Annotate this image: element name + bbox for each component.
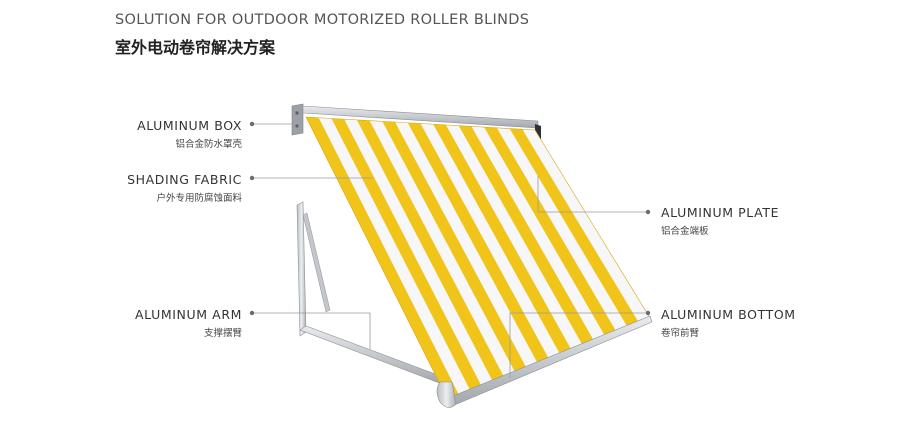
fabric-stripe — [382, 121, 527, 373]
fabric-stripe — [306, 117, 460, 400]
aluminum-bottom-shape — [436, 315, 653, 408]
shading-fabric-shape — [306, 117, 650, 400]
fabric-stripe — [458, 125, 594, 346]
callout-aluminum-box: ALUMINUM BOX 铝合金防水罩壳 — [137, 118, 242, 150]
title-english: SOLUTION FOR OUTDOOR MOTORIZED ROLLER BL… — [115, 12, 530, 28]
title-chinese: 室外电动卷帘解决方案 — [115, 38, 276, 57]
fabric-stripe — [356, 119, 505, 382]
callout-aluminum-bottom: ALUMINUM BOTTOM 卷帘前臂 — [661, 307, 796, 339]
header: SOLUTION FOR OUTDOOR MOTORIZED ROLLER BL… — [115, 12, 529, 58]
fabric-stripe — [407, 122, 549, 364]
callout-aluminum-bottom-zh: 卷帘前臂 — [661, 328, 700, 339]
fabric-stripe — [331, 118, 482, 391]
aluminum-arm-shape — [296, 201, 447, 385]
fabric-stripe — [433, 124, 572, 355]
fabric-stripe — [509, 128, 639, 328]
aluminum-box-shape — [291, 103, 541, 142]
callout-aluminum-arm-zh: 支撑摆臂 — [203, 328, 242, 339]
leader-lines — [252, 123, 648, 378]
callout-aluminum-plate: ALUMINUM PLATE 铝合金端板 — [661, 205, 779, 237]
callout-aluminum-arm-en: ALUMINUM ARM — [135, 307, 242, 322]
callout-aluminum-bottom-en: ALUMINUM BOTTOM — [661, 307, 796, 322]
fabric-stripe — [484, 127, 617, 337]
callout-aluminum-box-en: ALUMINUM BOX — [137, 118, 242, 133]
callout-aluminum-plate-zh: 铝合金端板 — [661, 226, 709, 237]
callout-aluminum-arm: ALUMINUM ARM 支撑摆臂 — [135, 307, 242, 339]
leader-dots — [249, 121, 651, 316]
callout-aluminum-box-zh: 铝合金防水罩壳 — [175, 139, 242, 150]
callout-shading-fabric-zh: 户外专用防腐蚀面料 — [156, 193, 242, 204]
callout-shading-fabric-en: SHADING FABRIC — [127, 172, 242, 187]
callout-aluminum-plate-en: ALUMINUM PLATE — [661, 205, 780, 220]
callout-shading-fabric: SHADING FABRIC 户外专用防腐蚀面料 — [127, 172, 242, 204]
